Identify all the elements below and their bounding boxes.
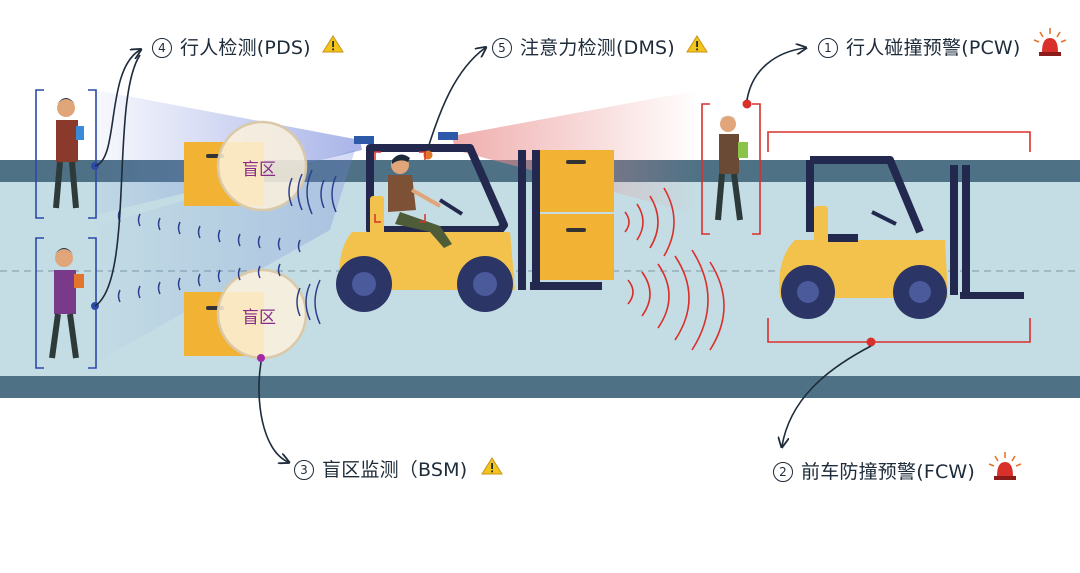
dms-number-badge: 5: [492, 38, 512, 58]
pcw-label-text: 行人碰撞预警(PCW): [846, 37, 1021, 59]
driver-body: [388, 175, 416, 212]
alarm-light-icon: [1033, 28, 1067, 56]
camera-right: [438, 132, 458, 140]
dms-label: 5 注意力检测(DMS): [492, 33, 675, 60]
warning-triangle-icon: [322, 35, 344, 53]
pedestrian-left-bottom: [35, 237, 99, 369]
dms-arrow: [427, 48, 485, 149]
bsm-label-text: 盲区监测（BSM): [322, 459, 468, 481]
driver-face-frame: [374, 151, 426, 223]
blind-zone-label-bottom: 盲区: [242, 308, 276, 328]
pcw-label: 1 行人碰撞预警(PCW): [818, 33, 1021, 60]
main-forklift: [336, 132, 614, 312]
warning-triangle-icon: [481, 457, 503, 475]
red-radar-waves: [624, 187, 725, 351]
blind-zone-top: [216, 120, 308, 212]
fcw-label-text: 前车防撞预警(FCW): [801, 461, 976, 483]
pds-number-badge: 4: [152, 38, 172, 58]
bsm-arrow: [258, 361, 288, 462]
pedestrian-right: [701, 99, 761, 235]
fcw-label: 2 前车防撞预警(FCW): [773, 457, 975, 484]
blind-zone-circles: [216, 120, 308, 362]
cargo-box-lower: [540, 214, 614, 280]
blue-sensing-waves: [117, 169, 337, 325]
pcw-anchor-dot: [742, 99, 752, 109]
pcw-target-frame: [701, 103, 761, 235]
steering-wheel: [438, 198, 464, 216]
fcw-number-badge: 2: [773, 462, 793, 482]
pcw-number-badge: 1: [818, 38, 838, 58]
pcw-arrow: [746, 48, 805, 101]
camera-left: [354, 136, 374, 144]
forklift-ahead: [767, 131, 1031, 347]
callout-arrows: [94, 48, 872, 462]
pds-label-text: 行人检测(PDS): [180, 37, 311, 59]
pedestrian-left-top: [35, 89, 99, 219]
road-edge-bottom: [0, 376, 1080, 398]
fcw-arrow: [782, 345, 872, 446]
dms-label-text: 注意力检测(DMS): [520, 37, 675, 59]
bsm-anchor-dot: [257, 354, 265, 362]
cargo-box-upper: [540, 150, 614, 212]
bsm-label: 3 盲区监测（BSM): [294, 455, 467, 482]
fcw-target-frame: [767, 131, 1031, 343]
alarm-light-icon: [988, 452, 1022, 480]
warning-triangle-icon: [686, 35, 708, 53]
pds-arrow: [94, 50, 140, 167]
fcw-anchor-dot: [866, 337, 876, 347]
pds-label: 4 行人检测(PDS): [152, 33, 311, 60]
blind-zone-label-top: 盲区: [242, 160, 276, 180]
bsm-number-badge: 3: [294, 460, 314, 480]
